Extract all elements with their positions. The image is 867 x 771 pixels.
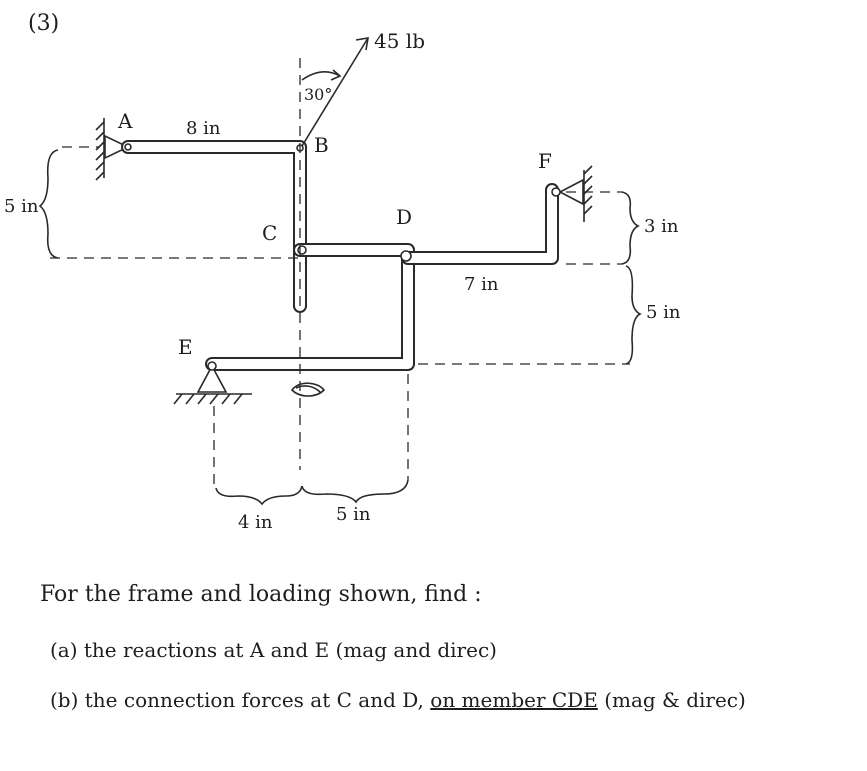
part-a: (a) the reactions at A and E (mag and di… [50,638,497,662]
problem-text: For the frame and loading shown, find : … [0,560,867,760]
brace-bottom-4in [215,485,303,506]
label-b: B [314,133,329,157]
problem-number: (3) [28,11,59,36]
dim-left-vertical: 5 in [4,196,39,217]
dim-df: 7 in [464,274,499,295]
dim-f-drop: 3 in [644,216,679,237]
angle-arc [301,71,341,81]
pin-d [400,250,412,262]
member-df [401,183,559,265]
pin-support-e [173,361,252,405]
pin-f [551,187,561,197]
label-f: F [538,149,552,173]
load-label: 45 lb [374,29,425,53]
load-arrow [301,37,369,147]
part-b-underlined: on member CDE [430,688,598,712]
brace-bottom-5in [301,479,409,504]
brace-left-5in [38,149,59,259]
member-cde [205,243,415,371]
brace-right-5in [625,265,642,365]
label-a: A [117,109,133,133]
part-b-lead: (b) the connection forces at C and D, [50,688,424,712]
wall-support-f [558,165,593,222]
part-b: (b) the connection forces at C and D, on… [50,688,746,712]
label-d: D [396,205,412,229]
scribble-mark [290,382,326,397]
pin-c [297,245,307,255]
pin-a [124,143,132,151]
angle-label: 30° [304,85,332,104]
label-e: E [178,335,193,359]
brace-right-3in [621,191,640,265]
dim-ec: 4 in [238,512,273,533]
dim-cd: 5 in [336,504,371,525]
label-c: C [262,221,277,245]
wall-support-a [95,118,130,181]
dim-right-vertical: 5 in [646,302,681,323]
problem-statement: For the frame and loading shown, find : [40,582,482,607]
part-b-tail: (mag & direc) [604,688,746,712]
dim-ab: 8 in [186,118,221,139]
